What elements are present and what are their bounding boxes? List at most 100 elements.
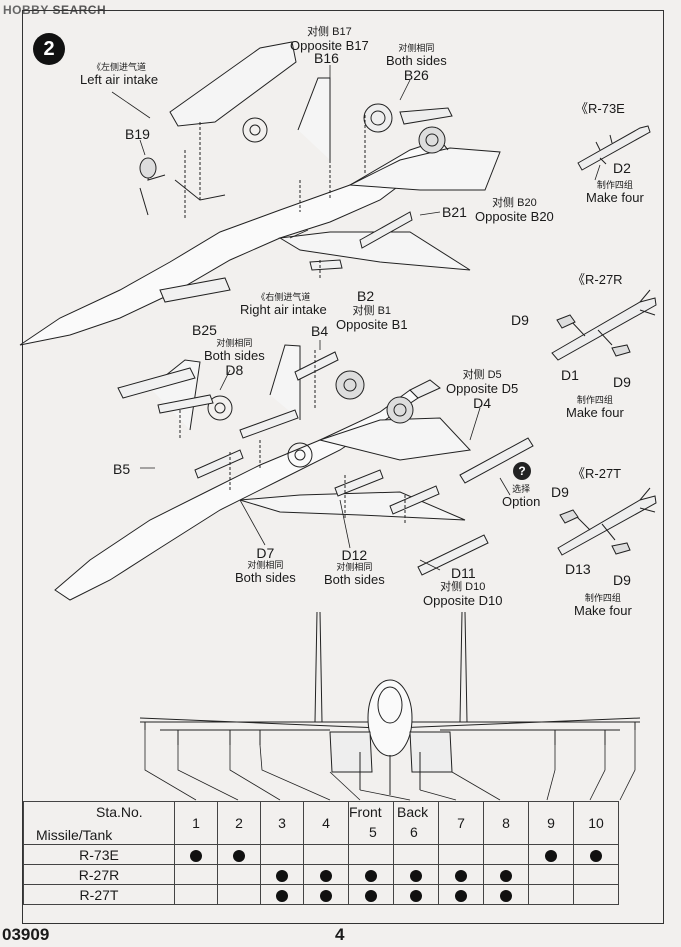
d12-label: D12 对侧相同 Both sides (324, 548, 385, 587)
left-intake-cn: 《左侧进气道 (92, 62, 147, 72)
loaded-dot (410, 869, 422, 882)
corner-sta-no: Sta.No. (96, 804, 143, 820)
r27t-title: 《R-27T (572, 466, 622, 481)
station-cell (303, 884, 349, 905)
station-cell (483, 864, 529, 885)
loaded-dot (500, 869, 512, 882)
left-intake-en: Left air intake (80, 72, 159, 87)
loaded-dot (320, 869, 332, 882)
station-cell (528, 844, 574, 865)
b20-label: 对侧 B20 Opposite B20 (475, 196, 554, 224)
part-b19: B19 (125, 126, 150, 142)
loaded-dot (190, 849, 202, 862)
station-header-cell: 10 (573, 801, 619, 845)
loaded-dot (545, 849, 557, 862)
r73e-make: 制作四组 Make four (586, 180, 644, 205)
loaded-dot (455, 889, 467, 902)
part-b4: B4 (311, 323, 329, 339)
row-label: R-27R (23, 864, 175, 885)
part-d8: D8 (225, 362, 244, 378)
d12-en: Both sides (324, 572, 385, 587)
right-intake-en: Right air intake (240, 302, 327, 317)
station-cell (573, 864, 619, 885)
row-label: R-27T (23, 884, 175, 905)
d8-en: Both sides (204, 348, 265, 363)
loaded-dot (365, 869, 377, 882)
r73e-make-en: Make four (586, 190, 644, 205)
b17-cn: 对侧 B17 (307, 26, 352, 38)
b1-cn: 对侧 B1 (352, 305, 392, 317)
corner-missile-tank: Missile/Tank (36, 827, 113, 843)
station-header-cell: 8 (483, 801, 529, 845)
d10-en: Opposite D10 (423, 593, 503, 608)
part-b2: B2 (357, 288, 375, 304)
lower-aircraft (54, 344, 534, 601)
station-header-cell: 9 (528, 801, 574, 845)
part-b21: B21 (442, 204, 467, 220)
station-cell (174, 864, 218, 885)
page-frame (22, 10, 664, 924)
table-row: R-73E (23, 844, 619, 865)
d10-cn: 对侧 D10 (440, 581, 486, 593)
right-intake-label: 《右侧进气道 Right air intake (240, 292, 327, 317)
option-question-icon: ? (513, 462, 531, 480)
r27t-make-cn: 制作四组 (584, 593, 621, 603)
leader-lines (111, 65, 601, 571)
b20-cn: 对侧 B20 (492, 197, 537, 209)
station-leaders (144, 730, 636, 801)
step-number-badge: 2 (33, 33, 65, 65)
r27r-part-d9a: D9 (511, 312, 529, 328)
station-cell (348, 864, 394, 885)
station-cell (573, 844, 619, 865)
part-d4: D4 (473, 395, 492, 411)
station-cell (483, 884, 529, 905)
b26-label: 对侧相同 Both sides B26 (386, 43, 447, 82)
d8-label: 对侧相同 Both sides D8 (204, 338, 265, 377)
right-intake-cn: 《右侧进气道 (256, 292, 311, 302)
r73e-make-cn: 制作四组 (596, 180, 633, 190)
d7-en: Both sides (235, 570, 296, 585)
b17-en: Opposite B17 (290, 38, 369, 53)
r27r-make-en: Make four (566, 405, 624, 420)
part-d12: D12 (341, 547, 368, 563)
loaded-dot (365, 889, 377, 902)
d5-cn: 对侧 D5 (462, 369, 502, 381)
table-row: R-27T (23, 884, 619, 905)
station-header-cell-front: Front 5 (348, 801, 394, 845)
r27t-part-d9b: D9 (613, 572, 631, 588)
d7-label: D7 对侧相同 Both sides (235, 546, 296, 585)
station-header-cell: 3 (260, 801, 304, 845)
station-cell (348, 884, 394, 905)
d8-cn: 对侧相同 (216, 338, 253, 348)
r27t-make: 制作四组 Make four (574, 593, 632, 618)
r27r-part-d1: D1 (561, 367, 579, 383)
part-b16: B16 (314, 50, 339, 66)
part-b26: B26 (403, 67, 429, 83)
station-cell (438, 844, 484, 865)
loaded-dot (590, 849, 602, 862)
r27t-make-en: Make four (574, 603, 632, 618)
station-cell (303, 864, 349, 885)
d12-cn: 对侧相同 (336, 562, 373, 572)
loaded-dot (320, 889, 332, 902)
r27r-title: 《R-27R (572, 272, 623, 287)
d10-label: 对侧 D10 Opposite D10 (423, 580, 503, 608)
station-header-cell: 7 (438, 801, 484, 845)
station-cell (303, 844, 349, 865)
d5-en: Opposite D5 (446, 381, 519, 396)
station-cell (217, 864, 261, 885)
station-cell (528, 884, 574, 905)
r73e-part-d2: D2 (613, 160, 631, 176)
b1-en: Opposite B1 (336, 317, 408, 332)
part-d11: D11 (451, 565, 476, 581)
option-cn: 选择 (512, 484, 531, 494)
r27t-part-d13: D13 (565, 561, 591, 577)
missile-drawings (551, 125, 657, 556)
r27t-part-d9a: D9 (551, 484, 569, 500)
station-header-cell: 2 (217, 801, 261, 845)
station-cell (260, 844, 304, 865)
b26-cn: 对侧相同 (398, 43, 435, 53)
left-intake-label: 《左侧进气道 Left air intake (80, 62, 158, 87)
